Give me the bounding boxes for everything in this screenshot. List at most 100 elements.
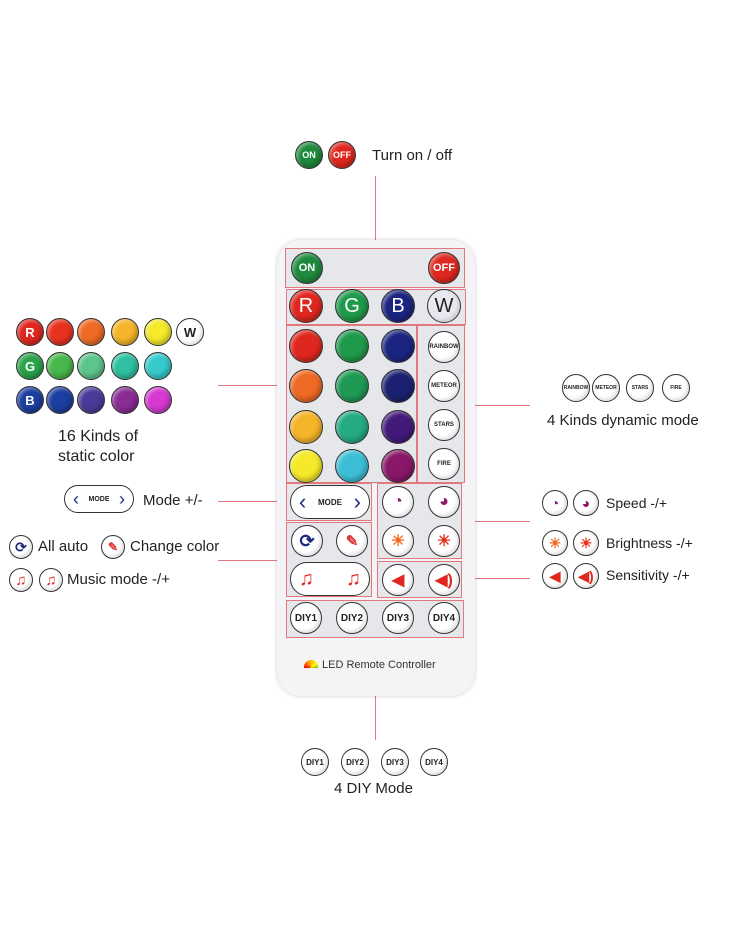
sensitivity-legend-icon: ◀ (542, 563, 568, 589)
rainbow-legend-icon: RAINBOW (562, 374, 590, 402)
diy3-button[interactable]: DIY3 (382, 602, 414, 634)
color-button[interactable] (381, 410, 415, 444)
brightness-down-icon: ☀ (390, 533, 406, 550)
color-button[interactable] (289, 410, 323, 444)
mode-annotation: Mode +/- (143, 492, 203, 509)
color-swatch (144, 386, 172, 414)
chevron-right-icon: › (353, 489, 361, 514)
change-color-button[interactable]: ✎ (336, 525, 368, 557)
sensitivity-down-button[interactable]: ◀ (382, 564, 414, 596)
white-button[interactable]: W (427, 289, 461, 323)
connector-line (218, 560, 288, 561)
color-button[interactable] (381, 449, 415, 483)
all-auto-button[interactable]: ⟳ (291, 525, 323, 557)
connector-line (218, 501, 288, 502)
speed-down-icon: ◔ (393, 493, 403, 510)
red-button[interactable]: R (289, 289, 323, 323)
mode-label: MODE (318, 497, 342, 507)
color-button[interactable] (289, 369, 323, 403)
diy-legend-icon: DIY4 (420, 748, 448, 776)
change-color-legend-icon: ✎ (101, 535, 125, 559)
power-annotation: Turn on / off (372, 147, 453, 164)
color-swatch: G (16, 352, 44, 380)
static-color-annotation-line2: static color (58, 448, 135, 465)
speed-legend-icon: ◕ (573, 490, 599, 516)
connector-line (465, 405, 530, 406)
all-auto-legend-icon: ⟳ (9, 535, 33, 559)
rainbow-button[interactable]: RAINBOW (428, 331, 460, 363)
diy4-button[interactable]: DIY4 (428, 602, 460, 634)
mode-legend-icon: ‹ MODE › (64, 485, 134, 513)
color-swatch (144, 318, 172, 346)
rainbow-logo-icon (304, 660, 318, 668)
speed-up-icon: ◕ (439, 493, 449, 510)
color-swatch: R (16, 318, 44, 346)
color-swatch (77, 352, 105, 380)
white-swatch: W (176, 318, 204, 346)
brightness-up-button[interactable]: ☀ (428, 525, 460, 557)
off-button[interactable]: OFF (428, 252, 460, 284)
connector-line (218, 385, 287, 386)
connector-line (462, 521, 530, 522)
sensitivity-annotation: Sensitivity -/+ (606, 567, 690, 583)
connector-line (462, 578, 530, 579)
on-button[interactable]: ON (291, 252, 323, 284)
dynamic-mode-annotation: 4 Kinds dynamic mode (547, 412, 699, 429)
music-mode-button[interactable]: ♫♫ (290, 562, 370, 596)
color-swatch (46, 318, 74, 346)
sensitivity-legend-icon: ◀) (573, 563, 599, 589)
color-swatch (77, 386, 105, 414)
music-up-icon: ♫ (346, 567, 361, 590)
music-down-icon: ♫ (299, 567, 314, 590)
color-button[interactable] (335, 410, 369, 444)
color-swatch (111, 386, 139, 414)
chevron-left-icon: ‹ (73, 488, 79, 509)
color-button[interactable] (381, 369, 415, 403)
chevron-left-icon: ‹ (299, 489, 307, 514)
off-legend-icon: OFF (328, 141, 356, 169)
meteor-button[interactable]: METEOR (428, 370, 460, 402)
color-swatch (144, 352, 172, 380)
color-button[interactable] (335, 369, 369, 403)
music-legend-icon: ♫ (39, 568, 63, 592)
fire-legend-icon: FIRE (662, 374, 690, 402)
color-button[interactable] (335, 329, 369, 363)
green-button[interactable]: G (335, 289, 369, 323)
blue-button[interactable]: B (381, 289, 415, 323)
chevron-right-icon: › (119, 488, 125, 509)
brightness-legend-icon: ☀ (542, 530, 568, 556)
color-button[interactable] (289, 449, 323, 483)
fire-button[interactable]: FIRE (428, 448, 460, 480)
brightness-up-icon: ☀ (436, 533, 452, 550)
mode-button[interactable]: ‹ MODE › (290, 485, 370, 519)
color-picker-icon: ✎ (345, 533, 359, 550)
stars-legend-icon: STARS (626, 374, 654, 402)
meteor-legend-icon: METEOR (592, 374, 620, 402)
remote-label: LED Remote Controller (322, 659, 436, 671)
mode-label: MODE (88, 495, 110, 503)
speed-annotation: Speed -/+ (606, 495, 668, 511)
diy-legend-icon: DIY1 (301, 748, 329, 776)
color-button[interactable] (381, 329, 415, 363)
sensitivity-up-button[interactable]: ◀) (428, 564, 460, 596)
diy2-button[interactable]: DIY2 (336, 602, 368, 634)
music-annotation: Music mode -/+ (67, 571, 170, 588)
diy-annotation: 4 DIY Mode (334, 780, 413, 797)
brightness-annotation: Brightness -/+ (606, 535, 693, 551)
stars-button[interactable]: STARS (428, 409, 460, 441)
color-swatch (111, 352, 139, 380)
color-swatch: B (16, 386, 44, 414)
brightness-legend-icon: ☀ (573, 530, 599, 556)
speed-up-button[interactable]: ◕ (428, 486, 460, 518)
color-button[interactable] (289, 329, 323, 363)
speed-legend-icon: ◔ (542, 490, 568, 516)
all-auto-annotation: All auto (38, 538, 89, 555)
color-button[interactable] (335, 449, 369, 483)
brightness-down-button[interactable]: ☀ (382, 525, 414, 557)
sensitivity-up-icon: ◀) (435, 572, 453, 589)
diy1-button[interactable]: DIY1 (290, 602, 322, 634)
speed-down-button[interactable]: ◔ (382, 486, 414, 518)
diy-legend-icon: DIY2 (341, 748, 369, 776)
color-swatch (111, 318, 139, 346)
connector-line (375, 176, 376, 248)
